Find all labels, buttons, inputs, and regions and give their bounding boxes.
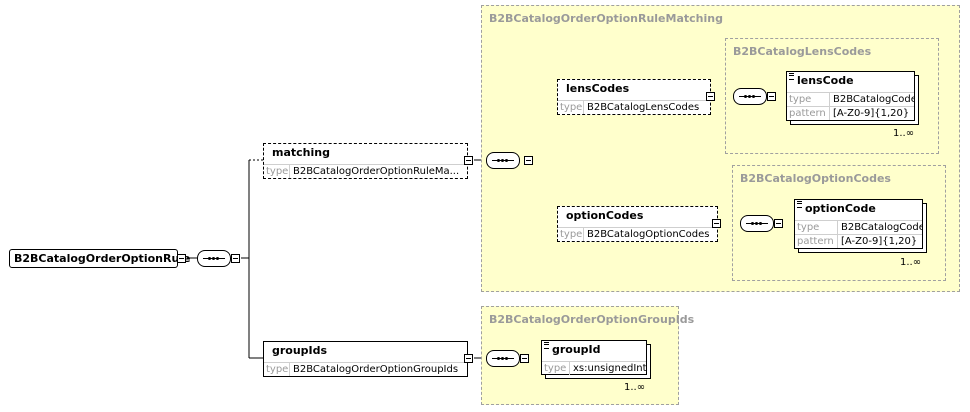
type-key: type bbox=[797, 222, 820, 233]
type-row: type B2BCatalogLensCodes bbox=[558, 100, 710, 114]
element-name: groupIds bbox=[272, 344, 328, 357]
type-key: type bbox=[560, 102, 583, 113]
type-key: type bbox=[544, 363, 567, 374]
type-value: xs:unsignedInt bbox=[569, 362, 646, 375]
type-key: type bbox=[789, 94, 812, 105]
type-row: type B2BCatalogCode bbox=[787, 92, 914, 106]
element-matching[interactable]: matching type B2BCatalogOrderOptionRuleM… bbox=[263, 143, 468, 179]
type-key: type bbox=[266, 166, 289, 177]
group-title: B2BCatalogOrderOptionRuleMatching bbox=[489, 12, 723, 25]
type-value: B2BCatalogLensCodes bbox=[583, 101, 699, 114]
cardinality-label: 1..∞ bbox=[624, 382, 646, 393]
element-lensCodes[interactable]: lensCodes type B2BCatalogLensCodes bbox=[557, 79, 711, 115]
element-name: lensCodes bbox=[566, 82, 630, 95]
documentation-icon bbox=[797, 201, 802, 208]
type-key: type bbox=[266, 364, 289, 375]
element-name: groupId bbox=[552, 343, 601, 356]
type-value: B2BCatalogOptionCodes bbox=[583, 228, 710, 241]
sequence-compositor bbox=[740, 215, 774, 232]
pattern-value: [A-Z0-9]{1,20} bbox=[837, 235, 917, 248]
pattern-row: pattern [A-Z0-9]{1,20} bbox=[795, 234, 922, 248]
collapse-icon[interactable] bbox=[706, 92, 715, 101]
type-value: B2BCatalogOrderOptionGroupIds bbox=[289, 363, 458, 376]
collapse-icon[interactable] bbox=[774, 219, 783, 228]
documentation-icon bbox=[544, 342, 549, 349]
collapse-icon[interactable] bbox=[767, 92, 776, 101]
element-name: optionCode bbox=[805, 202, 876, 215]
element-lensCode[interactable]: lensCode type B2BCatalogCode pattern [A-… bbox=[786, 71, 915, 121]
type-value: B2BCatalogCode bbox=[837, 221, 922, 234]
collapse-icon[interactable] bbox=[177, 254, 186, 263]
type-row: type B2BCatalogOrderOptionRuleMa... bbox=[264, 164, 467, 178]
collapse-icon[interactable] bbox=[712, 219, 721, 228]
collapse-icon[interactable] bbox=[520, 354, 529, 363]
group-title: B2BCatalogOrderOptionGroupIds bbox=[489, 313, 695, 326]
collapse-icon[interactable] bbox=[464, 354, 473, 363]
sequence-compositor bbox=[486, 350, 520, 367]
collapse-icon[interactable] bbox=[231, 254, 240, 263]
cardinality-label: 1..∞ bbox=[893, 128, 915, 139]
type-row: type B2BCatalogCode bbox=[795, 220, 922, 234]
element-optionCodes[interactable]: optionCodes type B2BCatalogOptionCodes bbox=[557, 206, 718, 242]
element-groupId[interactable]: groupId type xs:unsignedInt bbox=[541, 340, 647, 375]
group-title: B2BCatalogOptionCodes bbox=[740, 172, 891, 185]
sequence-compositor bbox=[486, 152, 520, 169]
pattern-value: [A-Z0-9]{1,20} bbox=[829, 107, 909, 120]
type-row: type xs:unsignedInt bbox=[542, 361, 646, 375]
type-value: B2BCatalogOrderOptionRuleMa... bbox=[289, 165, 459, 178]
type-key: type bbox=[560, 229, 583, 240]
element-optionCode[interactable]: optionCode type B2BCatalogCode pattern [… bbox=[794, 199, 923, 249]
collapse-icon[interactable] bbox=[464, 156, 473, 165]
type-row: type B2BCatalogOptionCodes bbox=[558, 227, 717, 241]
documentation-icon bbox=[789, 73, 794, 80]
root-element[interactable]: B2BCatalogOrderOptionRule bbox=[9, 249, 191, 268]
sequence-compositor bbox=[197, 250, 231, 267]
root-element-label: B2BCatalogOrderOptionRule bbox=[14, 252, 191, 265]
collapse-icon[interactable] bbox=[524, 156, 533, 165]
cardinality-label: 1..∞ bbox=[900, 257, 922, 268]
group-title: B2BCatalogLensCodes bbox=[733, 45, 872, 58]
type-value: B2BCatalogCode bbox=[829, 93, 914, 106]
element-name: matching bbox=[272, 146, 330, 159]
sequence-compositor bbox=[733, 88, 767, 105]
type-row: type B2BCatalogOrderOptionGroupIds bbox=[264, 362, 467, 376]
element-name: optionCodes bbox=[566, 209, 644, 222]
element-name: lensCode bbox=[797, 74, 854, 87]
pattern-row: pattern [A-Z0-9]{1,20} bbox=[787, 106, 914, 120]
element-groupIds[interactable]: groupIds type B2BCatalogOrderOptionGroup… bbox=[263, 341, 468, 377]
pattern-key: pattern bbox=[789, 108, 826, 119]
pattern-key: pattern bbox=[797, 236, 834, 247]
